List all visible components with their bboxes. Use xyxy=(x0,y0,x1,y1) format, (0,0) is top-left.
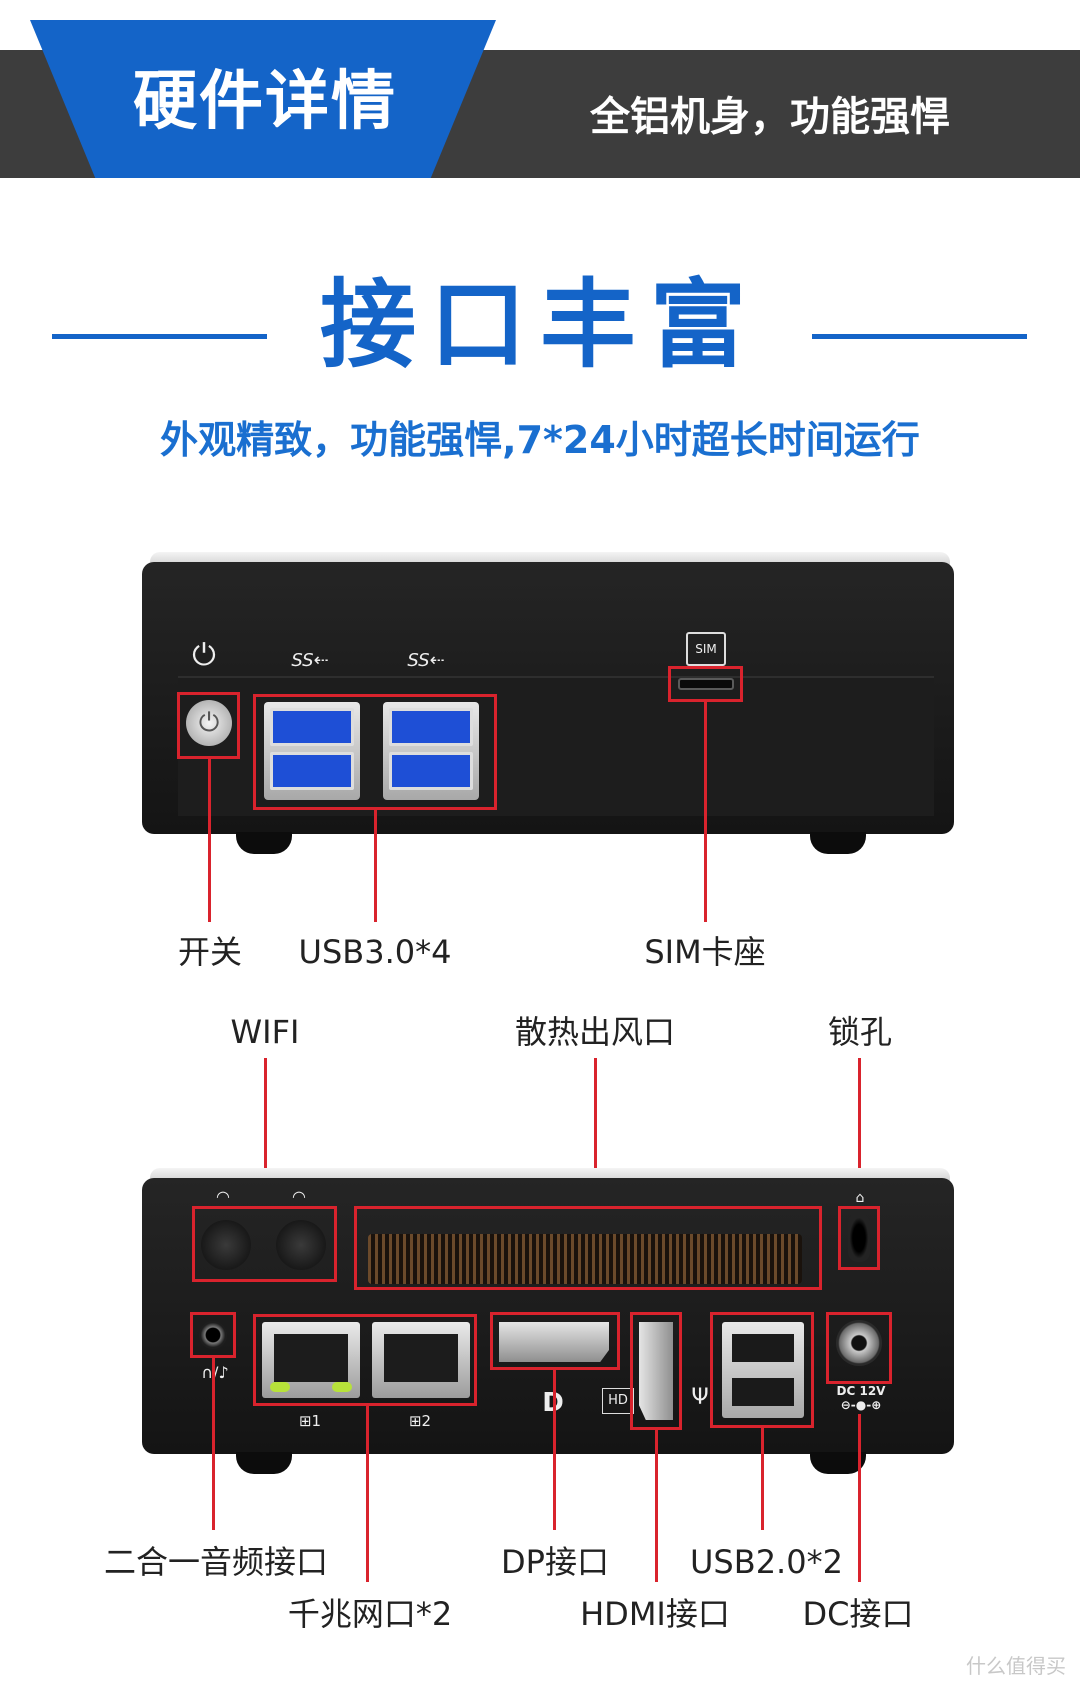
audio-jack[interactable] xyxy=(199,1321,227,1349)
usb-superspeed-icon: SS⇠ xyxy=(291,650,329,671)
lan-1-mark: 1 xyxy=(311,1412,322,1430)
wifi-callout-line xyxy=(264,1058,267,1206)
sim-card-icon: SIM xyxy=(686,632,726,666)
lan-led xyxy=(270,1382,290,1392)
lock-callout-line xyxy=(858,1058,861,1206)
lock-callout-box xyxy=(838,1206,880,1270)
dc-power-jack[interactable] xyxy=(836,1320,882,1366)
wifi-icon: ◠ xyxy=(292,1187,306,1206)
lan-port-socket xyxy=(274,1334,348,1382)
dp-callout-box xyxy=(490,1312,620,1370)
power-icon: ⏻ xyxy=(198,708,220,738)
hdmi-callout-box xyxy=(630,1312,682,1430)
wifi-antenna-connector[interactable] xyxy=(276,1220,326,1270)
usb2-port-pair[interactable] xyxy=(722,1322,804,1418)
sim-callout-line xyxy=(704,702,707,922)
usb2-callout-box xyxy=(710,1312,814,1428)
dc-12v-text: DC 12V xyxy=(836,1384,886,1398)
usb3-port-pair-1[interactable] xyxy=(264,702,360,800)
cooling-vent xyxy=(368,1234,802,1284)
kensington-lock-slot[interactable] xyxy=(848,1214,870,1262)
dc-callout-box xyxy=(826,1312,892,1384)
section-subtitle: 外观精致，功能强悍,7*24小时超长时间运行 xyxy=(160,418,920,462)
power-callout-line xyxy=(208,759,211,922)
usb-superspeed-icon-text: SS xyxy=(291,650,314,671)
usb3-port[interactable] xyxy=(270,708,354,746)
vent-callout-box xyxy=(354,1206,822,1290)
label-sim: SIM卡座 xyxy=(644,933,766,971)
usb3-callout-line xyxy=(374,810,377,922)
usb2-callout-line xyxy=(761,1428,764,1530)
label-usb3: USB3.0*4 xyxy=(298,933,452,971)
usb-superspeed-icon-text: SS xyxy=(407,650,430,671)
label-lan: 千兆网口*2 xyxy=(287,1595,453,1633)
lan-callout-box xyxy=(253,1314,477,1406)
usb3-port[interactable] xyxy=(270,752,354,790)
label-audio: 二合一音频接口 xyxy=(103,1543,328,1581)
power-symbol-icon: ⏻ xyxy=(192,638,216,673)
network-icon: ⊞2 xyxy=(408,1412,432,1430)
usb-icon: Ψ xyxy=(691,1385,709,1410)
lan-port-1[interactable] xyxy=(262,1322,360,1398)
dc-callout-line xyxy=(858,1414,861,1582)
section-title: 接口丰富 xyxy=(320,269,760,381)
header-title-banner xyxy=(30,20,496,178)
lan-port-2[interactable] xyxy=(372,1322,470,1398)
label-vent: 散热出风口 xyxy=(514,1013,675,1051)
dc-12v-marking: DC 12V⊖-●-⊕ xyxy=(836,1384,886,1412)
usb3-callout-box xyxy=(253,694,497,810)
hdmi-callout-line xyxy=(655,1430,658,1582)
rear-device-foot-left xyxy=(236,1452,292,1474)
sim-card-icon-text: SIM xyxy=(695,642,717,656)
usb2-port[interactable] xyxy=(732,1334,794,1362)
audio-callout-box xyxy=(190,1312,236,1358)
hdmi-hd-icon: HD xyxy=(602,1388,634,1414)
front-device-foot-right xyxy=(810,832,866,854)
lock-icon: ⌂ xyxy=(855,1190,865,1206)
wifi-callout-box xyxy=(192,1206,337,1282)
audio-callout-line xyxy=(212,1358,215,1530)
label-wifi: WIFI xyxy=(230,1013,300,1051)
vent-callout-line xyxy=(594,1058,597,1206)
front-device-foot-left xyxy=(236,832,292,854)
header-title: 硬件详情 xyxy=(133,65,397,139)
sim-callout-box xyxy=(668,666,743,702)
label-dc: DC接口 xyxy=(802,1595,914,1633)
power-button-callout-box xyxy=(177,692,240,759)
title-rule-left xyxy=(52,334,267,339)
dp-callout-line xyxy=(553,1370,556,1530)
usb-superspeed-icon: SS⇠ xyxy=(407,650,445,671)
header-subtitle: 全铝机身，功能强悍 xyxy=(590,94,950,140)
watermark: 什么值得买 xyxy=(966,1654,1066,1678)
power-button[interactable]: ⏻ xyxy=(186,700,232,746)
headset-mic-icon: ∩/♪ xyxy=(201,1363,229,1382)
label-usb2: USB2.0*2 xyxy=(690,1543,843,1581)
lan-callout-line xyxy=(366,1406,369,1582)
label-lock: 锁孔 xyxy=(827,1013,892,1051)
wifi-icon: ◠ xyxy=(216,1187,230,1206)
usb3-port[interactable] xyxy=(389,752,473,790)
label-power: 开关 xyxy=(177,933,242,971)
lan-port-socket xyxy=(384,1334,458,1382)
sim-slot[interactable] xyxy=(678,678,734,690)
wifi-antenna-connector[interactable] xyxy=(201,1220,251,1270)
lan-led xyxy=(332,1382,352,1392)
lan-2-mark: 2 xyxy=(421,1412,432,1430)
network-icon: ⊞1 xyxy=(298,1412,322,1430)
rear-device-foot-right xyxy=(810,1452,866,1474)
hdmi-port[interactable] xyxy=(639,1322,673,1420)
title-rule-right xyxy=(812,334,1027,339)
usb2-port[interactable] xyxy=(732,1378,794,1406)
label-dp: DP接口 xyxy=(501,1543,609,1581)
displayport[interactable] xyxy=(499,1322,609,1362)
usb3-port-pair-2[interactable] xyxy=(383,702,479,800)
label-hdmi: HDMI接口 xyxy=(580,1595,730,1633)
usb3-port[interactable] xyxy=(389,708,473,746)
